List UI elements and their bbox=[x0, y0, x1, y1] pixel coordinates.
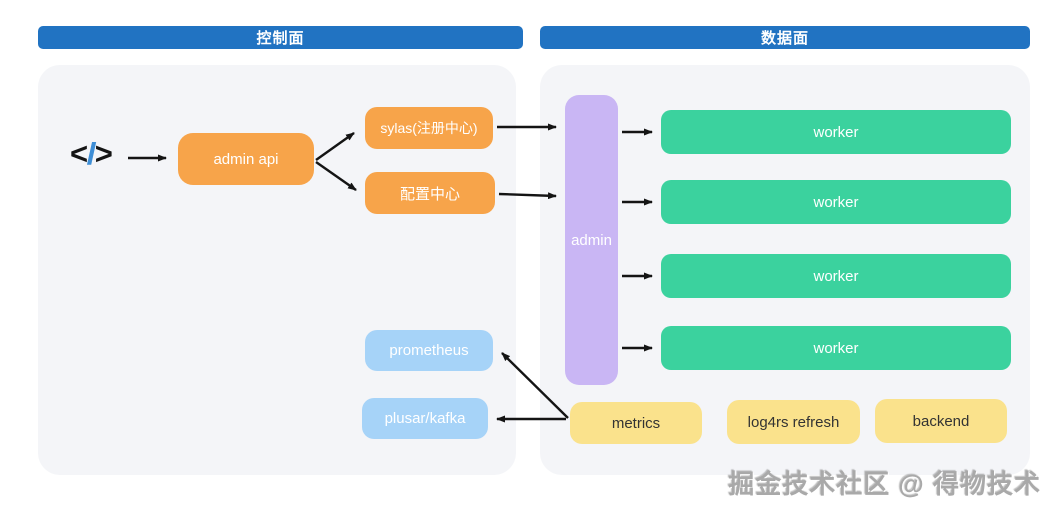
node-worker-2-label: worker bbox=[813, 193, 859, 211]
node-sylas-label: sylas(注册中心) bbox=[380, 120, 478, 136]
node-pulsar-kafka: plusar/kafka bbox=[362, 398, 488, 439]
node-config-center-label: 配置中心 bbox=[399, 185, 460, 203]
control-plane-header: 控制面 bbox=[38, 26, 523, 49]
node-log4rs-refresh: log4rs refresh bbox=[727, 400, 860, 444]
control-plane-header-label: 控制面 bbox=[256, 30, 305, 47]
code-icon: </> bbox=[70, 136, 113, 172]
node-worker-4-label: worker bbox=[813, 339, 859, 357]
node-admin: admin bbox=[565, 95, 618, 385]
node-worker-2: worker bbox=[661, 180, 1011, 224]
node-backend-label: backend bbox=[912, 412, 970, 430]
data-plane-header: 数据面 bbox=[540, 26, 1030, 49]
node-admin-label: admin bbox=[571, 231, 612, 249]
node-worker-4: worker bbox=[661, 326, 1011, 370]
watermark-text: 掘金技术社区 @ 得物技术 bbox=[728, 469, 1041, 499]
node-metrics: metrics bbox=[570, 402, 702, 444]
node-backend: backend bbox=[875, 399, 1007, 443]
node-worker-3-label: worker bbox=[813, 267, 859, 285]
node-prometheus: prometheus bbox=[365, 330, 493, 371]
code-icon-left-bracket: < bbox=[70, 136, 88, 171]
data-plane-header-label: 数据面 bbox=[760, 30, 809, 47]
node-worker-1: worker bbox=[661, 110, 1011, 154]
node-prometheus-label: prometheus bbox=[389, 342, 469, 359]
node-metrics-label: metrics bbox=[611, 414, 661, 432]
node-admin-api: admin api bbox=[178, 133, 314, 185]
node-log4rs-refresh-label: log4rs refresh bbox=[747, 413, 840, 431]
node-worker-1-label: worker bbox=[813, 123, 859, 141]
node-sylas-registry: sylas(注册中心) bbox=[365, 107, 493, 149]
code-icon-right-bracket: > bbox=[94, 136, 113, 171]
node-pulsar-kafka-label: plusar/kafka bbox=[384, 410, 466, 427]
node-worker-3: worker bbox=[661, 254, 1011, 298]
node-config-center: 配置中心 bbox=[365, 172, 495, 214]
node-admin-api-label: admin api bbox=[213, 150, 279, 168]
code-icon-slash: / bbox=[86, 136, 97, 171]
